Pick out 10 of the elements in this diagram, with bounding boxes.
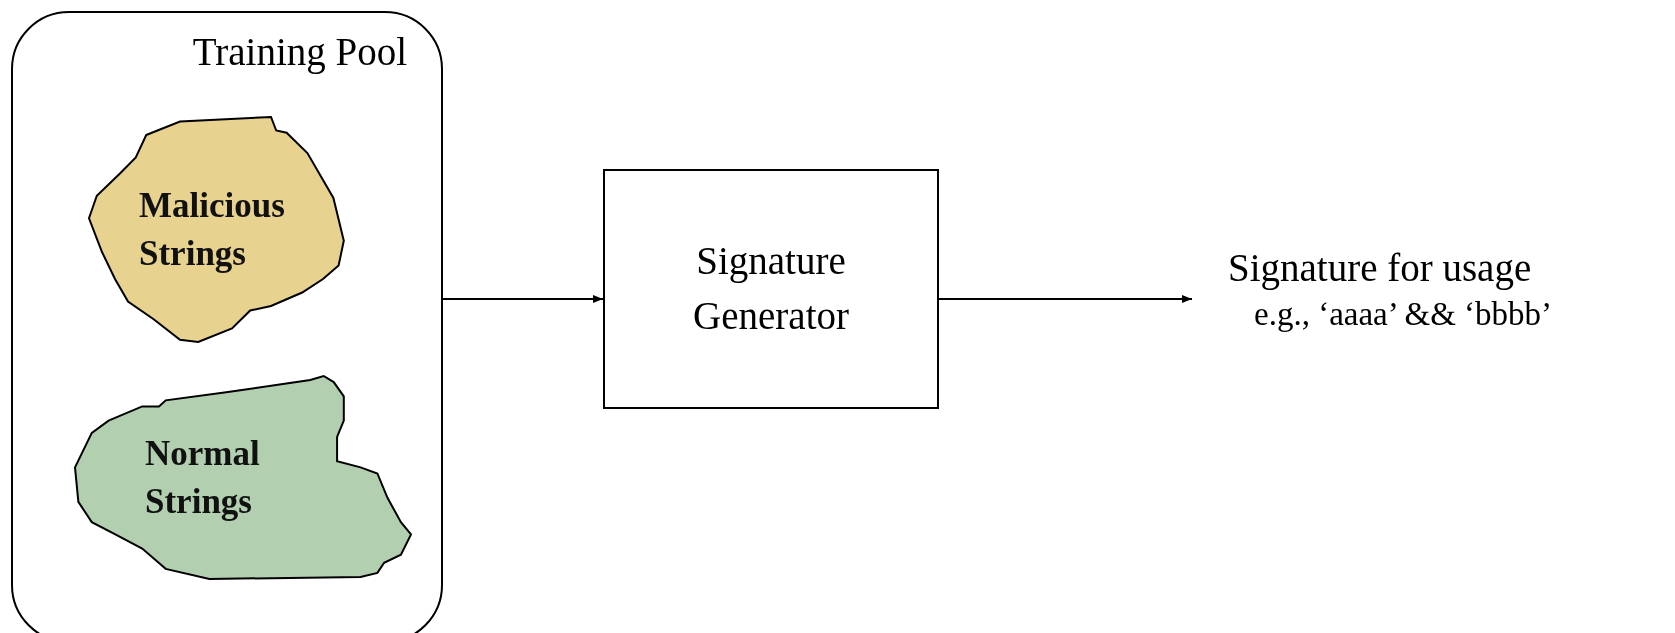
example-text: e.g., ‘aaaa’ && ‘bbbb’ [1254, 294, 1554, 334]
rounded-container [11, 11, 443, 633]
process-box [603, 169, 939, 409]
output-label: Signature for usage [1228, 245, 1533, 292]
blob-label: Malicious Strings [139, 185, 286, 275]
arrow [442, 295, 604, 303]
blob-label: Normal Strings [145, 433, 261, 523]
process-label: Signature Generator [692, 238, 850, 339]
arrow [938, 295, 1193, 303]
container-title: Training Pool [192, 29, 407, 74]
